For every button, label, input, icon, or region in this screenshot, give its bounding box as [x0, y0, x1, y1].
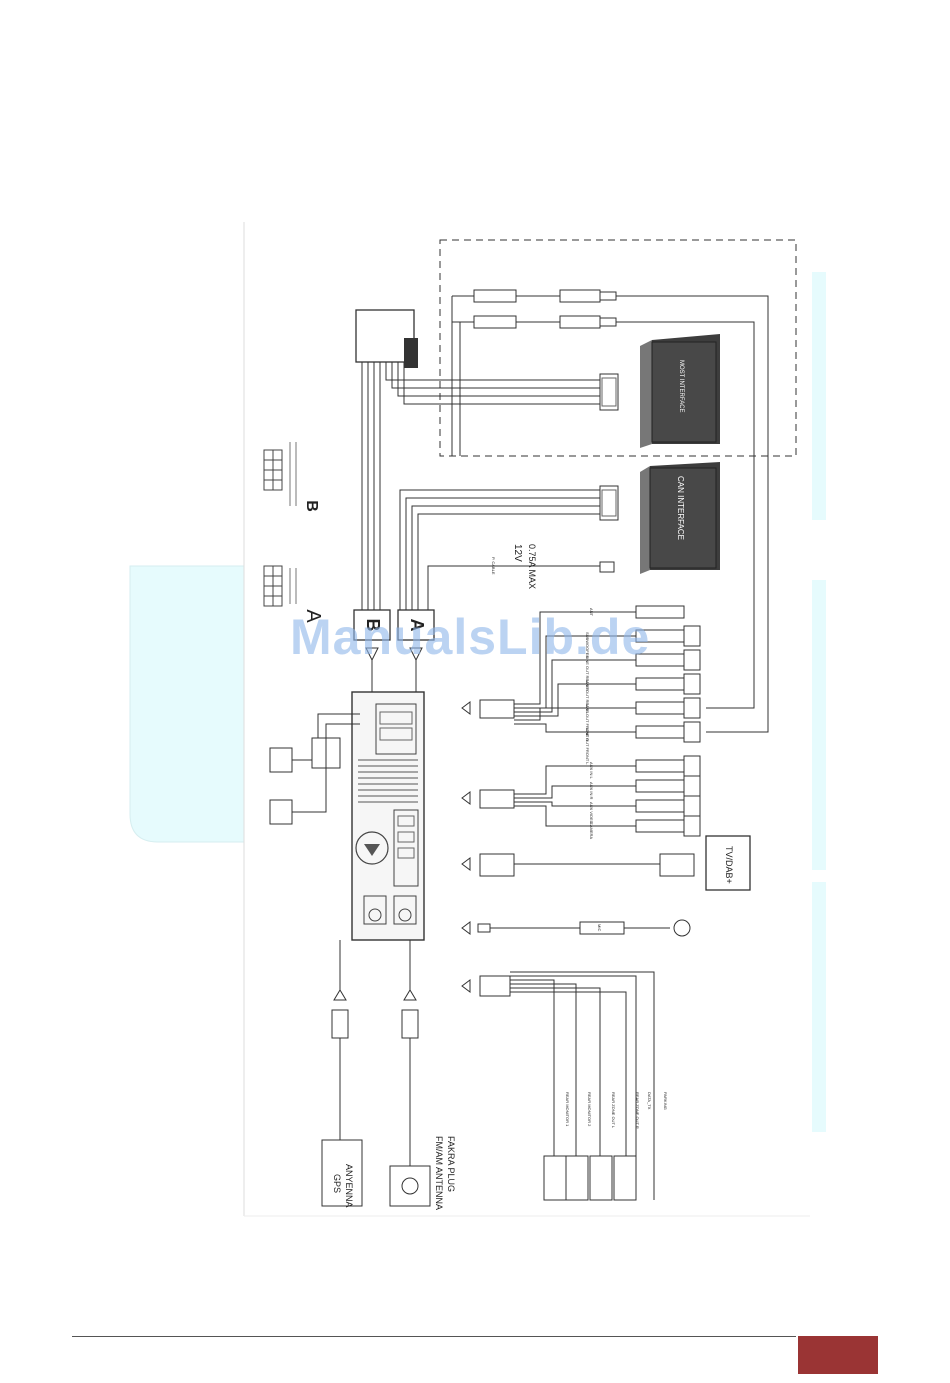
line-out-label-4: LINE OUT REAR R — [585, 656, 590, 691]
can-interface-box — [640, 462, 720, 574]
line-out-harness — [479, 611, 636, 827]
video-out-label-3: REAR ZONE OUT L — [611, 1092, 616, 1129]
connector-b-letter: B — [363, 619, 383, 632]
connector-b-plug — [353, 609, 391, 641]
pin-block-b — [263, 442, 297, 506]
mic-cable — [477, 919, 691, 937]
p-cable-label: P. CABLE — [491, 557, 496, 575]
video-out-label-2: REAR MONITOR 2 — [587, 1092, 592, 1127]
video-out-harness — [479, 971, 655, 1201]
dashed-boundary — [439, 239, 797, 457]
mic-label: MIC — [597, 924, 602, 931]
connector-a-letter: A — [407, 619, 427, 632]
most-interface-label: MOST INTERFACE — [678, 360, 684, 413]
video-out-label-1: REAR MONITOR 1 — [565, 1092, 570, 1127]
line-out-label-3: LINE OUT REAR L — [585, 680, 590, 715]
cyan-panels — [129, 272, 826, 1132]
pin-block-a — [263, 565, 297, 607]
usb-ports — [269, 713, 360, 825]
line-out-label-5: SUBWOOFER — [585, 632, 590, 658]
tv-dab-label: TV/DAB+ — [724, 846, 734, 884]
line-out-label-2: LINE OUT FRONT R — [585, 704, 590, 741]
pin-block-b-title: B — [303, 500, 320, 512]
gps-antenna-label-2: ANYENNA — [344, 1164, 354, 1208]
top-rca-cables — [451, 289, 769, 733]
tv-dab-box — [705, 835, 751, 891]
power-voltage: 12V — [512, 544, 523, 562]
aux-label-3: AUX VIDEO — [589, 802, 594, 824]
line-out-label-6: ANT — [589, 608, 594, 617]
antenna-assembly — [321, 940, 431, 1207]
aux-label-1: AUX IN L — [589, 762, 594, 779]
most-interface-box — [640, 334, 720, 448]
harness-connector — [355, 309, 418, 368]
aux-label-4: CAMERA — [589, 822, 594, 839]
head-unit — [351, 691, 425, 941]
fm-antenna-label-2: FAKRA PLUG — [446, 1136, 456, 1192]
page-tab — [798, 1336, 878, 1374]
rca-jacks — [635, 605, 701, 837]
connection-arrows — [461, 701, 471, 993]
aux-label-2: AUX IN R — [589, 782, 594, 799]
can-interface-label: CAN INTERFACE — [676, 476, 685, 540]
video-out-label-6: PARKING — [663, 1092, 668, 1110]
pin-block-a-title: A — [302, 609, 324, 623]
power-current: 0.75A MAX — [527, 544, 537, 589]
video-out-label-5: DATA_TX — [647, 1092, 652, 1110]
gps-antenna-box — [321, 1139, 363, 1207]
fm-antenna-box — [389, 1165, 431, 1207]
watermark-text: ManualsLib.de — [290, 609, 651, 665]
connector-a-plug — [397, 609, 435, 641]
video-out-label-4: REAR ZONE OUT R — [635, 1092, 640, 1129]
fm-antenna-label-1: FM/AM ANTENNA — [434, 1136, 444, 1210]
footer-rule — [72, 1336, 796, 1337]
line-out-label-1: LINE OUT FRONT L — [585, 728, 590, 765]
gps-antenna-label-1: GPS — [332, 1174, 342, 1193]
harness-wires — [361, 362, 600, 610]
